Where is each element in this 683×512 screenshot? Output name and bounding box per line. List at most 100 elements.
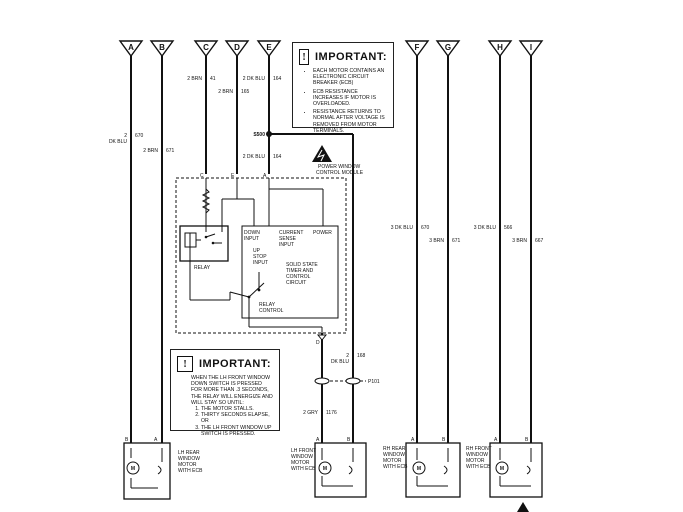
connector-e: E bbox=[256, 40, 282, 58]
svg-text:M: M bbox=[500, 466, 504, 472]
svg-text:MOTOR: MOTOR bbox=[383, 458, 402, 464]
svg-text:2 GRY: 2 GRY bbox=[303, 410, 319, 416]
svg-text:A: A bbox=[316, 437, 320, 443]
svg-text:671: 671 bbox=[452, 238, 461, 244]
svg-text:A: A bbox=[411, 437, 415, 443]
svg-text:M: M bbox=[417, 466, 421, 472]
important-note-top: ! IMPORTANT: EACH MOTOR CONTAINS AN ELEC… bbox=[292, 42, 394, 134]
svg-text:WINDOW: WINDOW bbox=[383, 452, 405, 458]
svg-text:WITH ECB: WITH ECB bbox=[466, 464, 491, 470]
svg-text:WINDOW: WINDOW bbox=[466, 452, 488, 458]
connector-h: H bbox=[487, 40, 513, 58]
svg-text:41: 41 bbox=[210, 76, 216, 82]
svg-text:WITH ECB: WITH ECB bbox=[383, 464, 408, 470]
svg-text:D: D bbox=[234, 43, 240, 52]
svg-text:164: 164 bbox=[273, 154, 282, 160]
inline-connector-p101 bbox=[314, 377, 366, 385]
svg-text:165: 165 bbox=[241, 89, 250, 95]
svg-text:DK BLU: DK BLU bbox=[331, 359, 349, 365]
svg-text:E: E bbox=[266, 43, 272, 52]
esd-warning-icon bbox=[312, 145, 332, 162]
connector-a: A bbox=[118, 40, 144, 58]
svg-text:CURRENT: CURRENT bbox=[279, 230, 303, 236]
svg-text:A: A bbox=[128, 43, 134, 52]
important-list: THE MOTOR STALLS. THIRTY SECONDS ELAPSE,… bbox=[177, 406, 273, 437]
svg-text:RH REAR: RH REAR bbox=[383, 446, 406, 452]
wire-labels: 2 670 DK BLU 2 BRN 671 2 BRN 41 2 BRN 16… bbox=[109, 76, 544, 416]
svg-text:RELAY: RELAY bbox=[259, 302, 276, 308]
svg-text:TIMER AND: TIMER AND bbox=[286, 268, 314, 274]
svg-text:P101: P101 bbox=[368, 379, 380, 385]
svg-text:S500: S500 bbox=[253, 132, 265, 138]
svg-text:POWER: POWER bbox=[313, 230, 332, 236]
svg-text:2 DK BLU: 2 DK BLU bbox=[243, 76, 266, 82]
svg-text:F: F bbox=[415, 43, 420, 52]
svg-text:3 DK BLU: 3 DK BLU bbox=[391, 225, 414, 231]
svg-text:M: M bbox=[323, 466, 327, 472]
page-marker-icon bbox=[517, 502, 529, 512]
important-item: EACH MOTOR CONTAINS AN ELECTRONIC CIRCUI… bbox=[313, 68, 387, 87]
connector-i: I bbox=[518, 40, 544, 58]
svg-text:LH FRONT: LH FRONT bbox=[291, 448, 316, 454]
svg-text:2: 2 bbox=[346, 353, 349, 359]
svg-text:CIRCUIT: CIRCUIT bbox=[286, 280, 306, 286]
control-module: C E A D RELAY bbox=[175, 173, 347, 346]
svg-text:667: 667 bbox=[535, 238, 544, 244]
svg-text:3 DK BLU: 3 DK BLU bbox=[474, 225, 497, 231]
svg-text:INPUT: INPUT bbox=[244, 236, 259, 242]
module-title-1: POWER WINDOW bbox=[318, 164, 360, 170]
svg-text:I: I bbox=[530, 43, 532, 52]
svg-text:D: D bbox=[316, 340, 320, 346]
connector-g: G bbox=[435, 40, 461, 58]
svg-text:3 BRN: 3 BRN bbox=[512, 238, 527, 244]
svg-text:2: 2 bbox=[124, 133, 127, 139]
svg-text:A: A bbox=[494, 437, 498, 443]
svg-text:B: B bbox=[125, 437, 129, 443]
module-title-2: CONTROL MODULE bbox=[316, 170, 364, 176]
svg-text:1176: 1176 bbox=[326, 410, 337, 416]
svg-text:B: B bbox=[159, 43, 165, 52]
svg-text:B: B bbox=[525, 437, 529, 443]
svg-text:670: 670 bbox=[421, 225, 430, 231]
svg-text:B: B bbox=[442, 437, 446, 443]
svg-text:2 BRN: 2 BRN bbox=[218, 89, 233, 95]
important-list: EACH MOTOR CONTAINS AN ELECTRONIC CIRCUI… bbox=[299, 68, 387, 134]
svg-text:WITH ECB: WITH ECB bbox=[178, 468, 203, 474]
svg-text:WITH ECB: WITH ECB bbox=[291, 466, 316, 472]
svg-text:2 BRN: 2 BRN bbox=[187, 76, 202, 82]
svg-text:164: 164 bbox=[273, 76, 282, 82]
important-item: THE LH FRONT WINDOW UP SWITCH IS PRESSED… bbox=[201, 425, 273, 437]
svg-text:MOTOR: MOTOR bbox=[178, 462, 197, 468]
motor-rh-front: A B M RH FRONT WINDOW MOTOR WITH ECB bbox=[466, 437, 543, 498]
svg-text:671: 671 bbox=[166, 148, 175, 154]
connector-d: D bbox=[224, 40, 250, 58]
connector-b: B bbox=[149, 40, 175, 58]
important-title: IMPORTANT: bbox=[199, 358, 272, 370]
splice-dot bbox=[266, 131, 272, 137]
svg-text:2 BRN: 2 BRN bbox=[143, 148, 158, 154]
svg-text:566: 566 bbox=[504, 225, 513, 231]
svg-text:RH FRONT: RH FRONT bbox=[466, 446, 492, 452]
svg-text:E: E bbox=[231, 173, 235, 179]
connector-f: F bbox=[404, 40, 430, 58]
connector-c: C bbox=[193, 40, 219, 58]
svg-text:3 BRN: 3 BRN bbox=[429, 238, 444, 244]
svg-text:M: M bbox=[131, 466, 135, 472]
motor-lh-rear: B A M LH REAR WINDOW MOTOR WITH ECB bbox=[123, 437, 203, 500]
svg-text:LH REAR: LH REAR bbox=[178, 450, 200, 456]
svg-text:MOTOR: MOTOR bbox=[466, 458, 485, 464]
svg-text:A: A bbox=[263, 173, 267, 179]
svg-text:SENSE: SENSE bbox=[279, 236, 297, 242]
svg-text:B: B bbox=[347, 437, 351, 443]
important-item: RESISTANCE RETURNS TO NORMAL AFTER VOLTA… bbox=[313, 109, 387, 134]
important-item: THE MOTOR STALLS. bbox=[201, 406, 273, 412]
svg-text:MOTOR: MOTOR bbox=[291, 460, 310, 466]
svg-text:C: C bbox=[203, 43, 209, 52]
svg-text:CONTROL: CONTROL bbox=[286, 274, 311, 280]
svg-text:2 DK BLU: 2 DK BLU bbox=[243, 154, 266, 160]
svg-text:DOWN: DOWN bbox=[244, 230, 260, 236]
svg-text:CONTROL: CONTROL bbox=[259, 308, 284, 314]
svg-text:G: G bbox=[445, 43, 451, 52]
important-note-bottom: ! IMPORTANT: WHEN THE LH FRONT WINDOW DO… bbox=[170, 349, 280, 437]
